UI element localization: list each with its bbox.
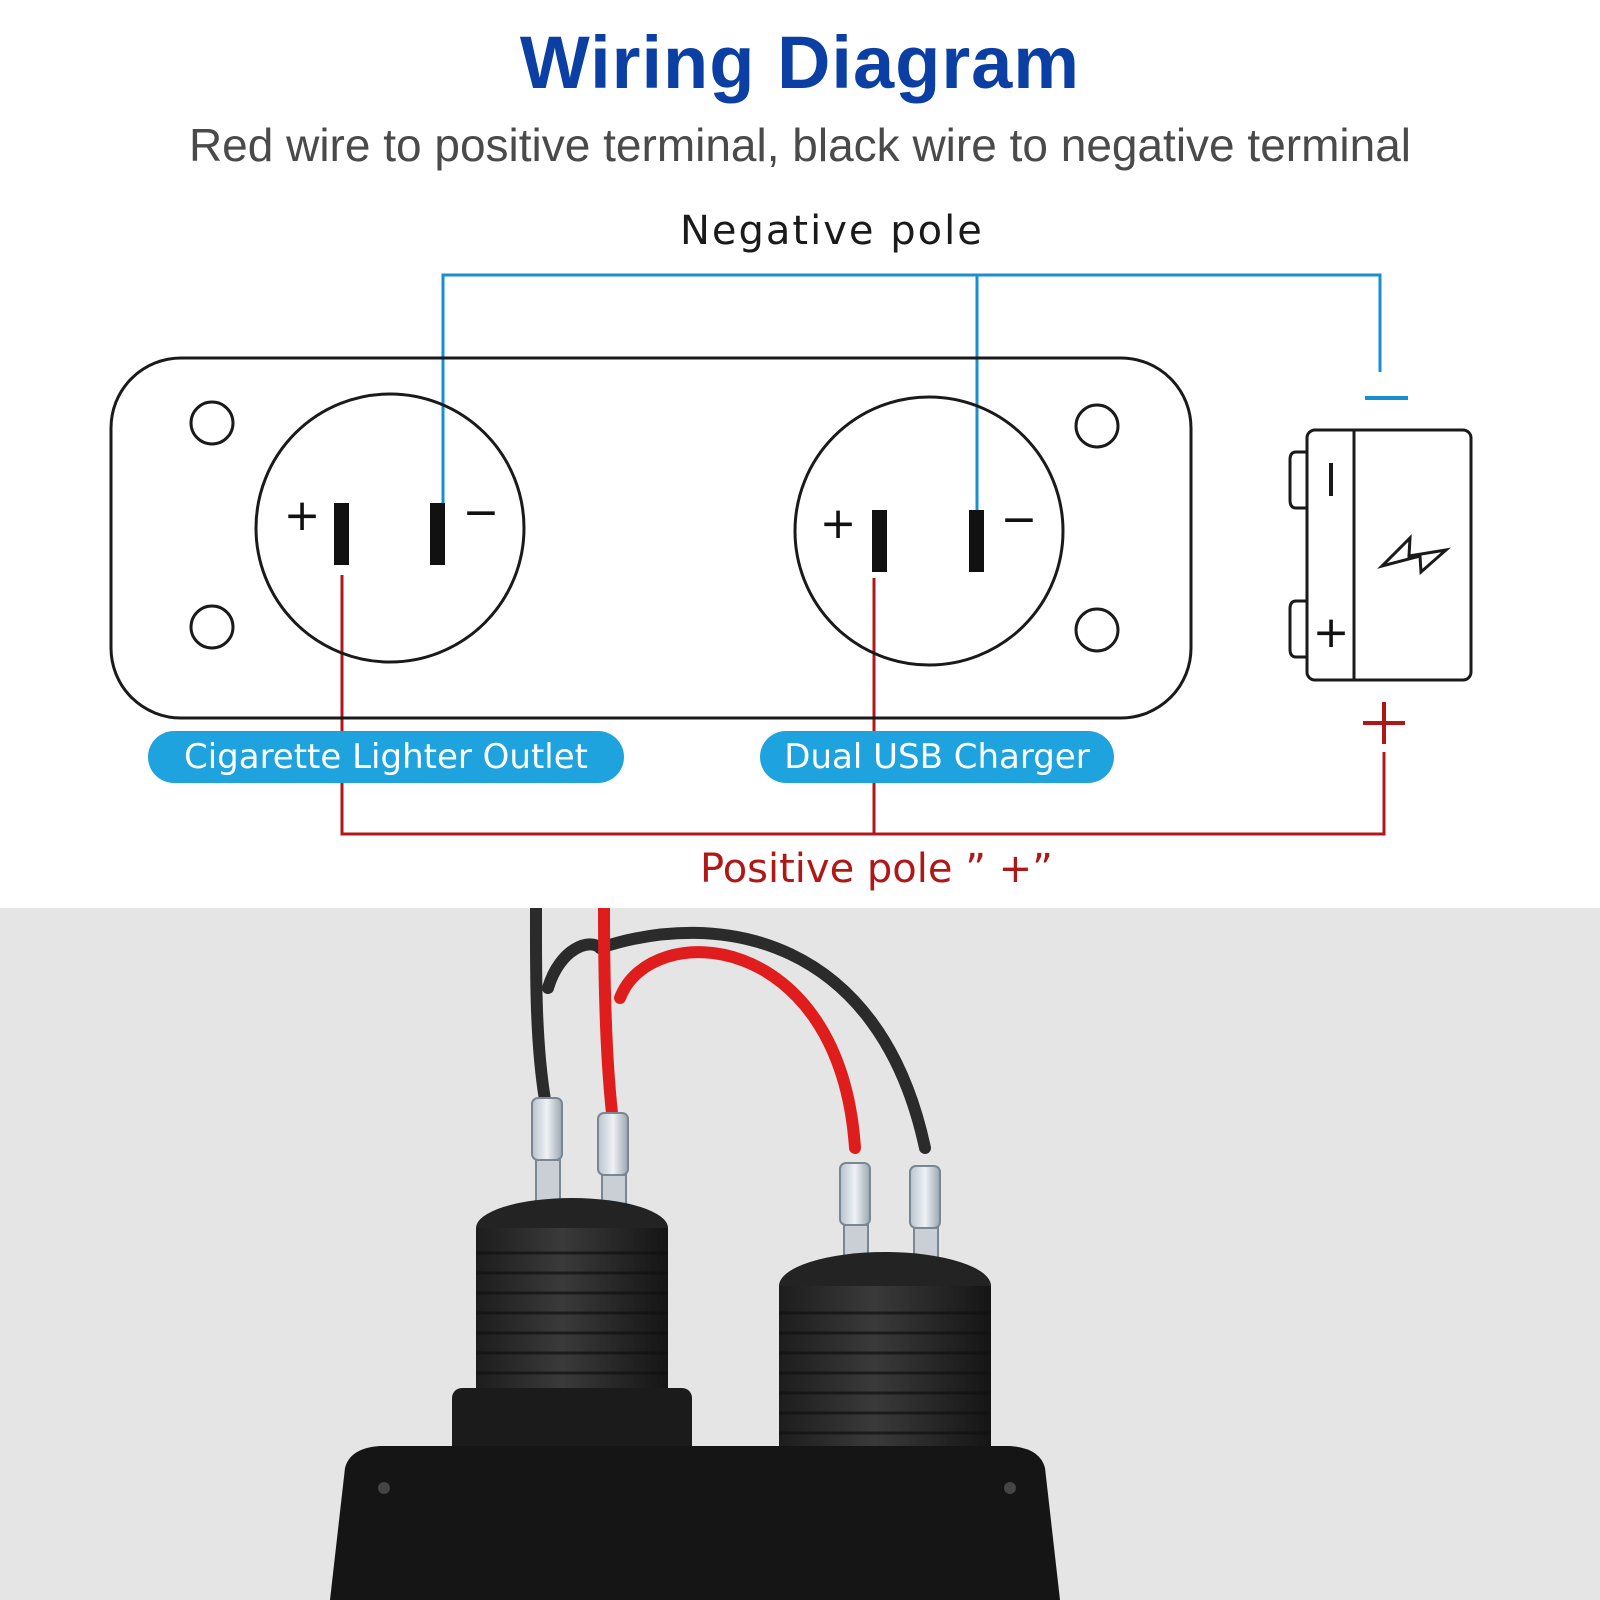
mounting-hole: [189, 400, 235, 446]
positive-terminal: [334, 503, 349, 565]
red-wire: [598, 908, 861, 1154]
cigarette-lighter-socket-photo: [452, 1198, 692, 1458]
cigarette-lighter-label: Cigarette Lighter Outlet: [148, 731, 624, 783]
mounting-hole: [1074, 403, 1120, 449]
mounting-plate-photo: [330, 1446, 1060, 1600]
dual-usb-label: Dual USB Charger: [760, 731, 1114, 783]
black-wire: [529, 908, 931, 1154]
dual-usb-socket: + −: [793, 395, 1065, 667]
battery-icon: [1288, 428, 1473, 682]
negative-pole-label: Negative pole: [680, 208, 984, 254]
negative-wires: [441, 273, 1408, 520]
mounting-panel: [109, 356, 1193, 720]
page-subtitle: Red wire to positive terminal, black wir…: [188, 119, 1412, 171]
positive-bus-wire: [340, 575, 1386, 836]
plus-sign: +: [284, 490, 321, 541]
product-photo: [0, 908, 1600, 1600]
cigarette-lighter-socket: + −: [254, 392, 526, 664]
negative-terminal: [969, 510, 984, 572]
negative-bus-wire: [441, 273, 1382, 520]
minus-sign: −: [463, 487, 500, 538]
mounting-hole: [189, 604, 235, 650]
lightning-bolt-icon: [1377, 534, 1451, 576]
mounting-hole: [1074, 607, 1120, 653]
minus-sign: −: [1001, 494, 1038, 545]
wiring-diagram: + − + − +: [109, 273, 1473, 836]
battery-plus-sign: +: [1313, 607, 1350, 658]
negative-terminal: [430, 503, 445, 565]
plus-sign: +: [820, 498, 857, 549]
mounting-holes: [189, 400, 1120, 653]
positive-terminal: [872, 510, 887, 572]
positive-wires: [340, 575, 1405, 836]
positive-pole-label: Positive pole ” +”: [700, 846, 1053, 892]
page-title: Wiring Diagram: [519, 21, 1081, 104]
